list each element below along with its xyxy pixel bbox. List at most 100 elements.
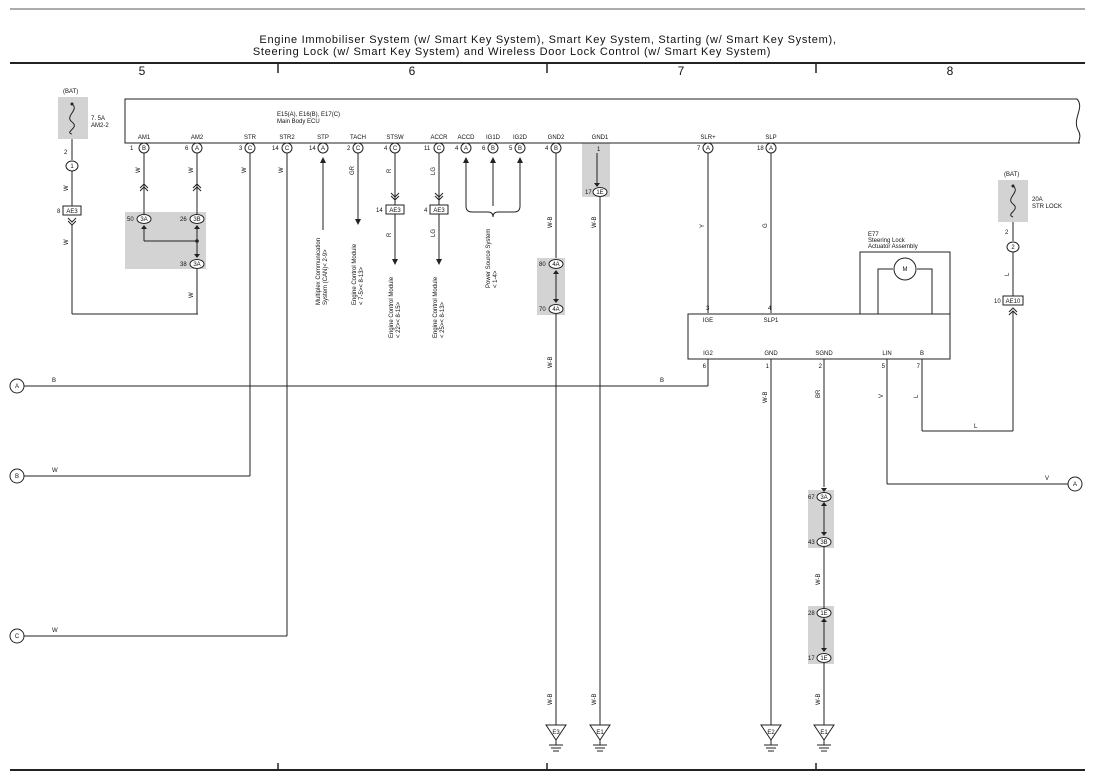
wire-color-label: LG <box>431 229 437 237</box>
pin-connector: A <box>321 146 325 152</box>
actuator-pin: 6 <box>703 364 707 370</box>
wire-color-label: L <box>974 424 978 430</box>
ecu-terminals: AM1 AM2 STR STR2 STP TACH STSW ACCR ACCD… <box>138 135 777 141</box>
actuator-pin: 2 <box>819 364 823 370</box>
ecu-pin-row: 1 B 6 A 3 C 14 C 14 A 2 C 4 C 11 C 4 A 6… <box>130 142 777 154</box>
ground-e2: E2 <box>760 724 782 752</box>
fuse-terminal <box>1011 184 1015 188</box>
pin-circle <box>514 142 526 154</box>
junction-pin: 4 <box>424 208 428 214</box>
ground-e1: E1 <box>589 724 611 752</box>
junction-pin: 70 <box>539 307 546 313</box>
wire-color-label: GR <box>350 165 356 175</box>
pin-number: 14 <box>272 146 279 152</box>
junction-label: 4A <box>552 262 559 268</box>
wire-color-label: W-B <box>548 693 554 705</box>
wire-color-label: LG <box>431 167 437 175</box>
off-page-connector-b[interactable] <box>9 468 25 484</box>
fuse-str-lock-name: STR LOCK <box>1032 204 1062 210</box>
fuse-str-lock-rating: 20A <box>1032 197 1043 203</box>
pin-connector: A <box>769 146 773 152</box>
junction-1e <box>816 608 832 618</box>
actuator-connector-box <box>687 313 951 360</box>
actuator-terminal: SLP1 <box>764 318 779 324</box>
ecu-connectors: E15(A), E16(B), E17(C) <box>277 112 340 118</box>
pin-number: 4 <box>384 146 388 152</box>
pin-connector: C <box>437 146 442 152</box>
off-page-connector-a-right[interactable] <box>1067 476 1083 492</box>
module-ecm-accr-l2: < 25>< 8-13> <box>440 301 446 338</box>
splice-point <box>195 239 199 243</box>
junction-pin: 26 <box>180 217 187 223</box>
wire-color-label: W <box>136 167 142 173</box>
actuator-terminal: IG2 <box>703 351 713 357</box>
junction-arrow <box>821 488 827 492</box>
column-number-8: 8 <box>947 64 954 78</box>
column-number-5: 5 <box>139 64 146 78</box>
junction-arrow <box>141 225 147 229</box>
pin-connector: B <box>491 146 495 152</box>
diagram-title-line-1: Engine Immobiliser System (w/ Smart Key … <box>259 34 836 46</box>
motor-lead <box>917 268 933 314</box>
junction-label: 3A <box>193 262 200 268</box>
actuator-pin: 7 <box>917 364 921 370</box>
ground-e1-right: E1 <box>813 724 835 752</box>
junction-arrow <box>821 648 827 652</box>
pin-number: 14 <box>309 146 316 152</box>
pin-number: 3 <box>239 146 243 152</box>
pin-number: 7 <box>697 146 701 152</box>
junction-label: 1E <box>820 656 827 662</box>
junction-label: 4A <box>552 307 559 313</box>
pin-number: 5 <box>509 146 513 152</box>
off-page-label: B <box>15 474 19 480</box>
junction-arrow <box>553 270 559 274</box>
wire-color-label: W <box>189 167 195 173</box>
junction-label: 3A <box>140 217 147 223</box>
module-power-source-l1: Power Source System <box>486 229 492 288</box>
pin-number: 2 <box>347 146 351 152</box>
pin-number: 11 <box>424 146 431 152</box>
ground-label: E3 <box>552 730 560 736</box>
actuator-pin: 4 <box>768 306 772 312</box>
wire-color-label: W <box>64 239 70 245</box>
actuator-name-1: Steering Lock <box>868 238 906 244</box>
junction-3b <box>816 537 832 547</box>
junction-4a <box>548 304 564 314</box>
junction-ae3-pin: 8 <box>57 209 61 215</box>
module-multiplex-l1: Multiplex Communication <box>316 238 322 305</box>
terminal-accr: ACCR <box>430 135 448 141</box>
off-page-connector-a[interactable] <box>9 378 25 394</box>
off-page-label: A <box>1073 482 1077 488</box>
fuse-am2-connector: 1 <box>70 164 74 170</box>
junction-ae3 <box>62 205 82 216</box>
junction-arrow <box>194 254 200 258</box>
column-number-7: 7 <box>678 64 685 78</box>
actuator-code: E77 <box>868 232 879 238</box>
off-page-connector-c[interactable] <box>9 628 25 644</box>
ground-label: E2 <box>767 730 775 736</box>
connector-chevron <box>192 183 202 192</box>
junction-arrow <box>821 502 827 506</box>
actuator-terminal: B <box>920 351 924 357</box>
wire-color-label: Y <box>700 224 706 228</box>
actuator-pin: 3 <box>706 306 710 312</box>
fuse-str-lock-pin: 2 <box>1005 230 1009 236</box>
pin-connector: C <box>393 146 398 152</box>
terminal-accd: ACCD <box>457 135 475 141</box>
terminal-slr-plus: SLR+ <box>700 135 716 141</box>
pin-number: 4 <box>545 146 549 152</box>
junction-arrow <box>194 225 200 229</box>
wire-color-label: W-B <box>592 693 598 705</box>
connector-chevron <box>139 183 149 192</box>
ground-label: E1 <box>820 730 828 736</box>
pin-circle <box>317 142 329 154</box>
off-page-label: A <box>15 384 19 390</box>
terminal-stsw: STSW <box>386 135 404 141</box>
module-ecm-tach-l1: Engine Control Module <box>352 243 358 305</box>
wire-color-label: W-B <box>816 693 822 705</box>
actuator-terminal: GND <box>764 351 778 357</box>
pin-circle <box>487 142 499 154</box>
wire-color-label: V <box>879 394 885 398</box>
pin-connector: B <box>518 146 522 152</box>
